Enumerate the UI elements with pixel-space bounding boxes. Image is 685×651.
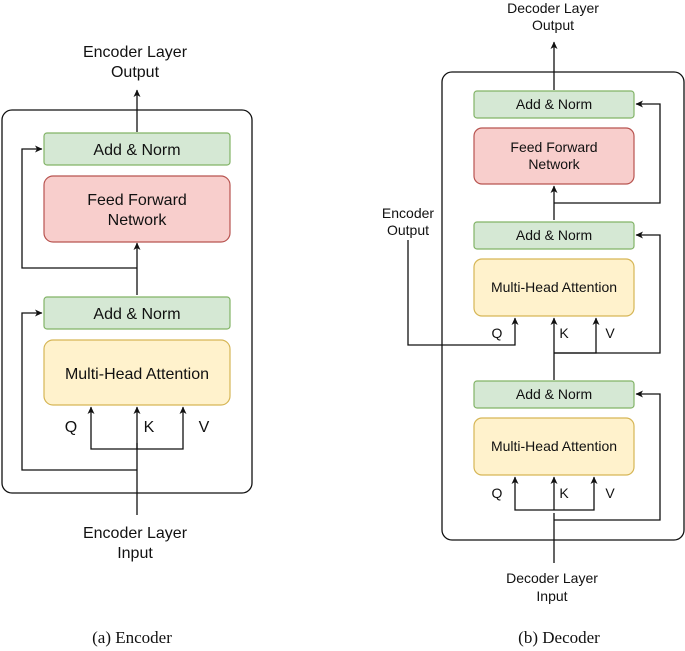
- encoder-v-arrow: [137, 406, 187, 450]
- decoder-add-norm-top: [473, 90, 635, 119]
- decoder-self-k-label: K: [559, 485, 569, 501]
- decoder-encoder-output-label-line2: Output: [387, 222, 429, 238]
- decoder-cross-residual: [554, 231, 661, 354]
- decoder-add-norm-mid-label: Add & Norm: [516, 227, 592, 243]
- encoder-diagram: Encoder Layer Output Add & Norm Feed For…: [1, 44, 253, 647]
- decoder-add-norm-top-label: Add & Norm: [516, 96, 592, 112]
- decoder-cross-q-label: Q: [492, 325, 503, 341]
- encoder-k-label: K: [144, 419, 155, 436]
- encoder-ffn-label-line2: Network: [108, 212, 168, 229]
- decoder-ffn-residual: [554, 100, 661, 204]
- decoder-caption: (b) Decoder: [518, 628, 600, 647]
- decoder-self-attention-block: [473, 417, 635, 476]
- encoder-q-arrow: [87, 406, 137, 450]
- decoder-self-v-arrow: [554, 476, 598, 511]
- encoder-q-label: Q: [65, 419, 77, 436]
- encoder-output-label-line2: Output: [111, 64, 160, 81]
- decoder-encoder-output-label-line1: Encoder: [382, 205, 434, 221]
- encoder-input-label-line2: Input: [117, 545, 153, 562]
- decoder-diagram: Decoder Layer Output Add & Norm Feed For…: [382, 0, 685, 647]
- decoder-ffn-label-line2: Network: [528, 156, 580, 172]
- encoder-v-label: V: [199, 419, 210, 436]
- decoder-layer-frame: [441, 71, 685, 541]
- encoder-multi-head-attention-block: [43, 339, 231, 406]
- encoder-add-norm-top: [43, 132, 231, 166]
- decoder-self-residual: [554, 390, 661, 521]
- decoder-input-label-line1: Decoder Layer: [506, 570, 598, 586]
- decoder-self-mha-label: Multi-Head Attention: [491, 438, 617, 454]
- encoder-layer-frame: [1, 109, 253, 494]
- encoder-add-norm-bottom-label: Add & Norm: [93, 306, 180, 323]
- encoder-caption: (a) Encoder: [92, 628, 172, 647]
- decoder-add-norm-mid: [473, 221, 635, 250]
- decoder-cross-mha-label: Multi-Head Attention: [491, 279, 617, 295]
- encoder-add-norm-top-label: Add & Norm: [93, 142, 180, 159]
- encoder-output-label-line1: Encoder Layer: [83, 44, 188, 61]
- decoder-cross-attention-block: [473, 258, 635, 317]
- decoder-ffn-label-line1: Feed Forward: [510, 139, 597, 155]
- decoder-self-q-label: Q: [492, 485, 503, 501]
- decoder-add-norm-bottom: [473, 380, 635, 409]
- decoder-self-q-arrow: [511, 476, 554, 511]
- decoder-cross-v-arrow: [554, 317, 600, 354]
- decoder-feed-forward-block: [473, 127, 635, 185]
- encoder-add-norm-bottom: [43, 296, 231, 330]
- encoder-mha-residual: [21, 309, 137, 471]
- decoder-input-label-line2: Input: [536, 588, 567, 604]
- decoder-cross-k-label: K: [559, 325, 569, 341]
- encoder-ffn-label-line1: Feed Forward: [87, 192, 187, 209]
- decoder-self-v-label: V: [605, 485, 615, 501]
- decoder-encoder-output-q-arrow: [407, 240, 519, 346]
- encoder-feed-forward-block: [43, 175, 231, 243]
- decoder-add-norm-bottom-label: Add & Norm: [516, 386, 592, 402]
- encoder-ffn-residual: [21, 145, 137, 269]
- decoder-output-label-line2: Output: [532, 17, 574, 33]
- encoder-input-label-line1: Encoder Layer: [83, 525, 188, 542]
- encoder-mha-label: Multi-Head Attention: [65, 366, 209, 383]
- decoder-output-label-line1: Decoder Layer: [507, 0, 599, 16]
- decoder-cross-v-label: V: [605, 325, 615, 341]
